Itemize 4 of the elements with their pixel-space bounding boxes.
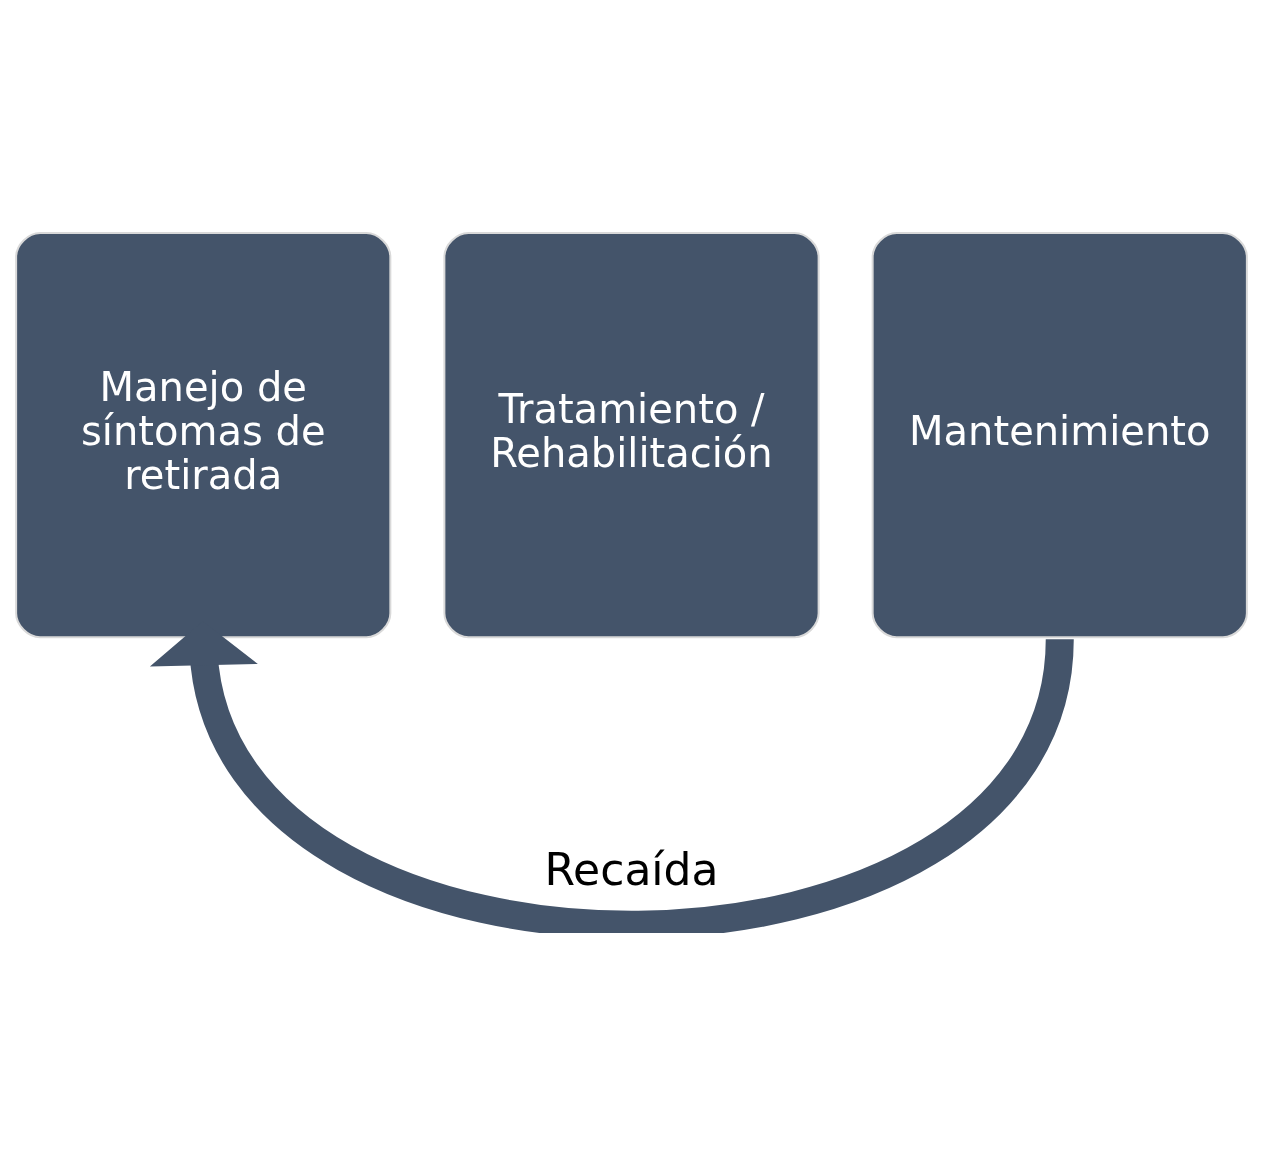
node-box: Mantenimiento — [871, 232, 1248, 639]
edge-label: Recaída — [544, 843, 719, 895]
node-box: Tratamiento / Rehabilitación — [443, 232, 820, 639]
node-box: Manejo de síntomas de retirada — [15, 232, 392, 639]
